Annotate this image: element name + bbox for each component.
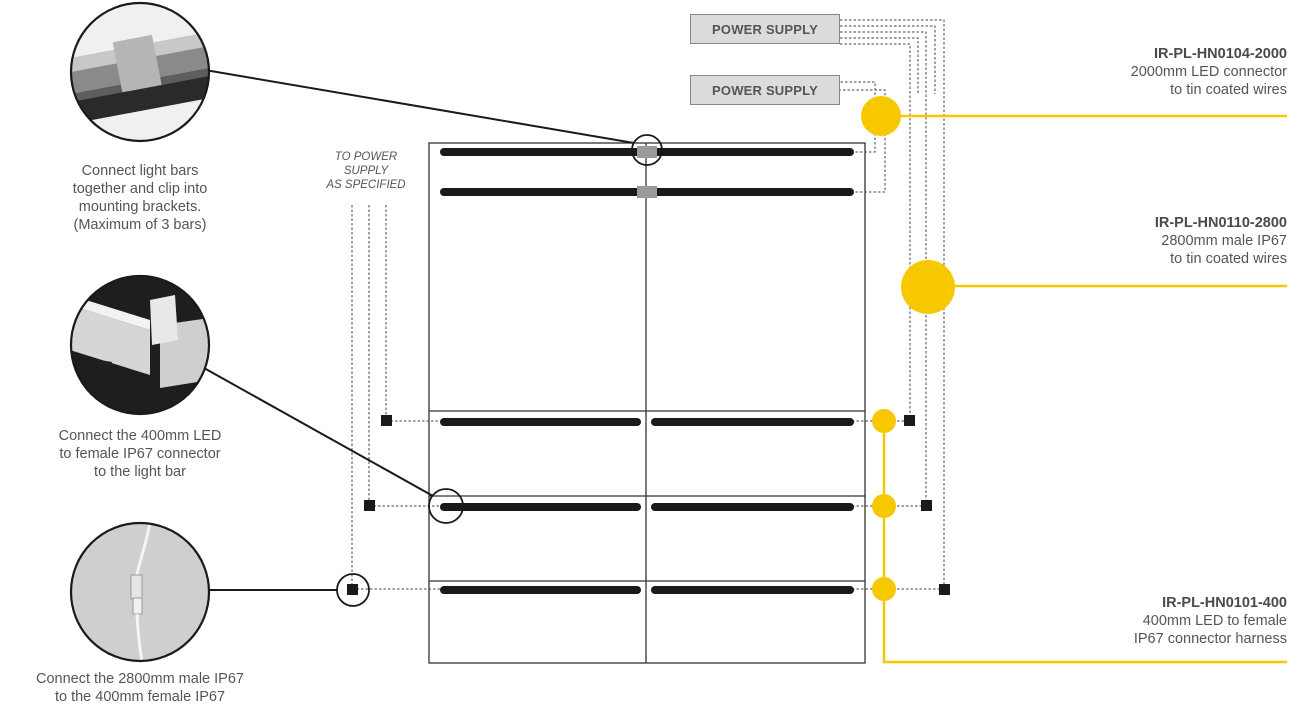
to-power-supply-line: AS SPECIFIED	[326, 179, 406, 191]
hn0110-marker	[901, 260, 955, 314]
callout-ring	[631, 134, 663, 166]
led400-note: Connect the 400mm LED to female IP67 con…	[15, 427, 265, 481]
hn0104-marker	[861, 96, 901, 136]
to-power-supply-label: TO POWER SUPPLY AS SPECIFIED	[306, 150, 426, 192]
note-line: (Maximum of 3 bars)	[73, 217, 207, 233]
product-desc: 400mm LED to female	[1142, 613, 1287, 629]
hn0101-marker	[872, 409, 896, 433]
product-desc: to tin coated wires	[1170, 82, 1287, 98]
product-code: IR-PL-HN0110-2800	[1154, 215, 1287, 231]
note-line: together and clip into	[72, 181, 208, 197]
product-desc: IP67 connector harness	[1133, 631, 1287, 647]
hn0101-marker	[872, 577, 896, 601]
hn0101-marker	[872, 494, 896, 518]
male2800-note: Connect the 2800mm male IP67 to the 400m…	[0, 670, 280, 706]
power-supply-box: POWER SUPPLY	[690, 14, 840, 44]
product-desc: 2800mm male IP67	[1161, 233, 1287, 249]
light-bars	[440, 148, 854, 594]
mounting-bracket-photo-icon	[69, 274, 211, 416]
product-desc: 2000mm LED connector	[1130, 64, 1287, 80]
yellow-callouts	[861, 96, 1287, 664]
to-power-supply-line: TO POWER	[334, 151, 398, 163]
power-supply-box: POWER SUPPLY	[690, 75, 840, 105]
bar-clip-photo-icon	[69, 1, 211, 143]
product-label-hn0101: IR-PL-HN0101-400 400mm LED to female IP6…	[1134, 594, 1287, 648]
note-line: Connect the 400mm LED	[58, 428, 222, 444]
note-line: to female IP67 connector	[59, 446, 221, 462]
product-code: IR-PL-HN0101-400	[1162, 595, 1287, 611]
wiring-lines	[351, 19, 945, 590]
to-power-supply-line: SUPPLY	[343, 165, 389, 177]
note-line: Connect light bars	[81, 163, 199, 179]
display-frame	[428, 142, 866, 664]
product-label-hn0104: IR-PL-HN0104-2000 2000mm LED connector t…	[1131, 45, 1287, 99]
bar-connector	[637, 186, 657, 198]
note-line: Connect the 2800mm male IP67	[36, 671, 244, 687]
product-desc: to tin coated wires	[1170, 251, 1287, 267]
ip67-connector-photo-icon	[69, 521, 211, 663]
bar-connector	[637, 146, 657, 158]
note-line: to the light bar	[94, 464, 186, 480]
callout-ring	[428, 488, 464, 524]
note-line: mounting brackets.	[78, 199, 202, 215]
leader-lines	[203, 69, 635, 591]
note-line: to the 400mm female IP67	[54, 689, 226, 705]
product-label-hn0110: IR-PL-HN0110-2800 2800mm male IP67 to ti…	[1155, 214, 1287, 268]
terminals	[347, 415, 950, 595]
product-code: IR-PL-HN0104-2000	[1154, 46, 1287, 62]
clip-note: Connect light bars together and clip int…	[40, 162, 240, 234]
